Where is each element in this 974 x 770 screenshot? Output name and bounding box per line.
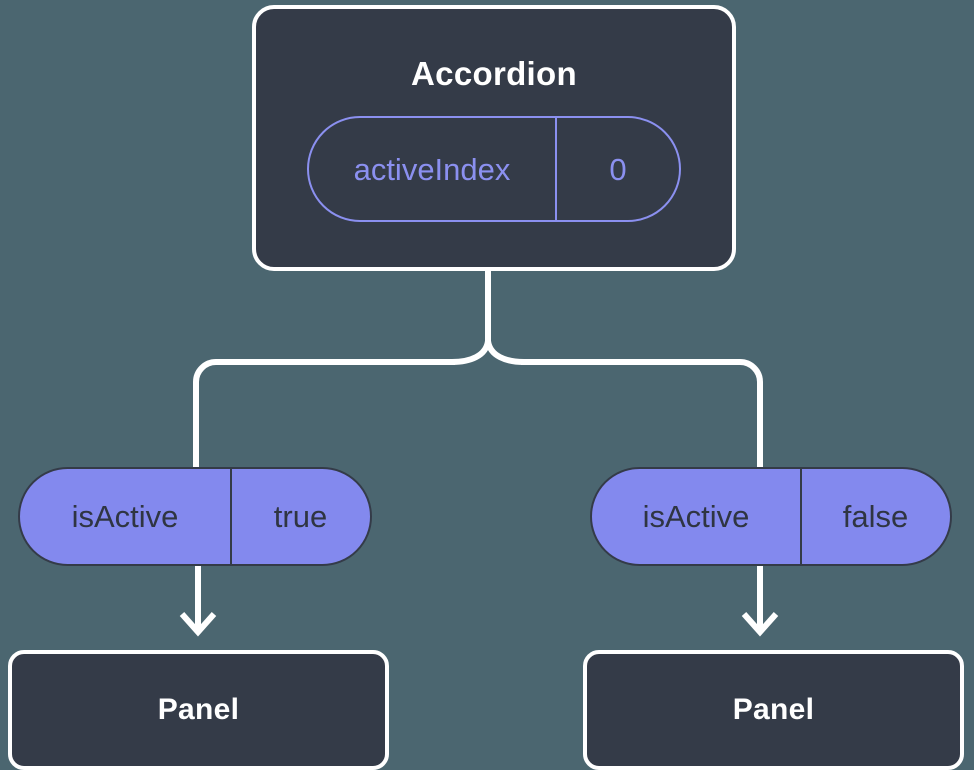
state-pill-activeindex-value: 0	[609, 151, 627, 187]
arrow-head-left-icon	[179, 612, 217, 637]
arrow-head-right-icon	[741, 612, 779, 637]
component-card-panel-left[interactable]: Panel	[8, 650, 389, 770]
prop-pill-left-key: isActive	[20, 469, 232, 564]
panel-right-title: Panel	[732, 693, 815, 726]
connector-fork-cusp-left	[449, 338, 491, 365]
prop-pill-isactive-true[interactable]: isActive true	[18, 467, 372, 566]
component-card-panel-right[interactable]: Panel	[583, 650, 964, 770]
connector-branch-right	[521, 359, 763, 470]
connector-fork-cusp-right	[485, 338, 527, 365]
connector-branch-left	[193, 359, 455, 470]
prop-pill-isactive-false[interactable]: isActive false	[590, 467, 952, 566]
panel-left-title: Panel	[157, 693, 240, 726]
prop-pill-right-value: false	[842, 499, 909, 534]
prop-pill-left-value: true	[273, 499, 328, 534]
state-pill-activeindex[interactable]: activeIndex 0	[307, 116, 681, 222]
prop-pill-right-key: isActive	[592, 469, 802, 564]
accordion-card-title: Accordion	[411, 55, 577, 92]
state-pill-activeindex-key: activeIndex	[309, 118, 557, 220]
